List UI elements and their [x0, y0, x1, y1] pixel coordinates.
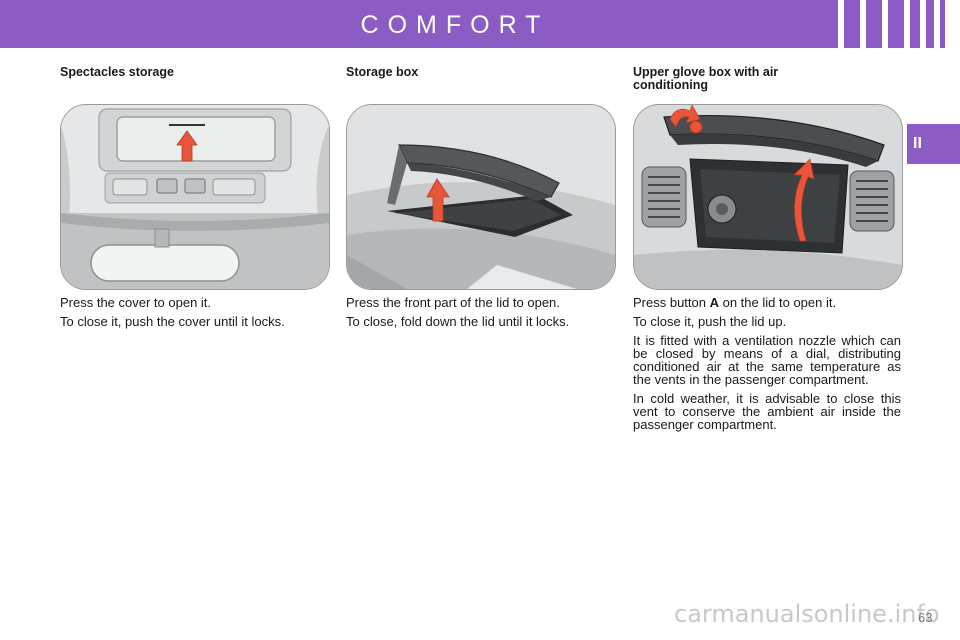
section-text: Press button A on the lid to open it. To…	[633, 296, 901, 437]
paragraph: To close it, push the cover until it loc…	[60, 314, 285, 329]
header-stripe-decoration	[838, 0, 960, 48]
paragraph: In cold weather, it is advisable to clos…	[633, 391, 901, 432]
upper-glove-box-illustration	[633, 104, 903, 290]
page-number: 63	[918, 610, 933, 625]
paragraph: It is fitted with a ventilation nozzle w…	[633, 333, 901, 387]
paragraph: Press the front part of the lid to open.	[346, 295, 560, 310]
spectacles-storage-illustration	[60, 104, 330, 290]
paragraph-text: Press button	[633, 295, 710, 310]
paragraph: Press the cover to open it.	[60, 295, 212, 310]
chapter-tab: II	[907, 124, 960, 164]
section-heading: Upper glove box with air conditioning	[633, 65, 779, 92]
lift-arrow	[793, 158, 815, 242]
storage-box-illustration	[346, 104, 616, 290]
section-storage-box: Storage box Press the front part of the …	[346, 65, 616, 328]
section-heading: Storage box	[346, 65, 419, 79]
lift-arrow	[426, 178, 450, 222]
paragraph-text: on the lid to open it.	[719, 295, 837, 310]
chapter-title: COMFORT	[360, 11, 550, 39]
button-reference: A	[709, 295, 719, 310]
page-header: COMFORT	[0, 0, 960, 48]
paragraph: To close it, push the lid up.	[633, 314, 787, 329]
section-upper-glove-box: Upper glove box with air conditioning	[633, 65, 903, 431]
press-arrow	[169, 124, 205, 162]
section-text: Press the cover to open it. To close it,…	[60, 296, 328, 334]
section-text: Press the front part of the lid to open.…	[346, 296, 614, 334]
watermark: carmanualsonline.info	[674, 600, 940, 628]
paragraph: To close, fold down the lid until it loc…	[346, 314, 570, 329]
section-spectacles-storage: Spectacles storage	[60, 65, 330, 328]
section-heading: Spectacles storage	[60, 65, 174, 79]
paragraph: Press button A on the lid to open it.	[633, 296, 901, 309]
open-arrow	[669, 105, 701, 128]
